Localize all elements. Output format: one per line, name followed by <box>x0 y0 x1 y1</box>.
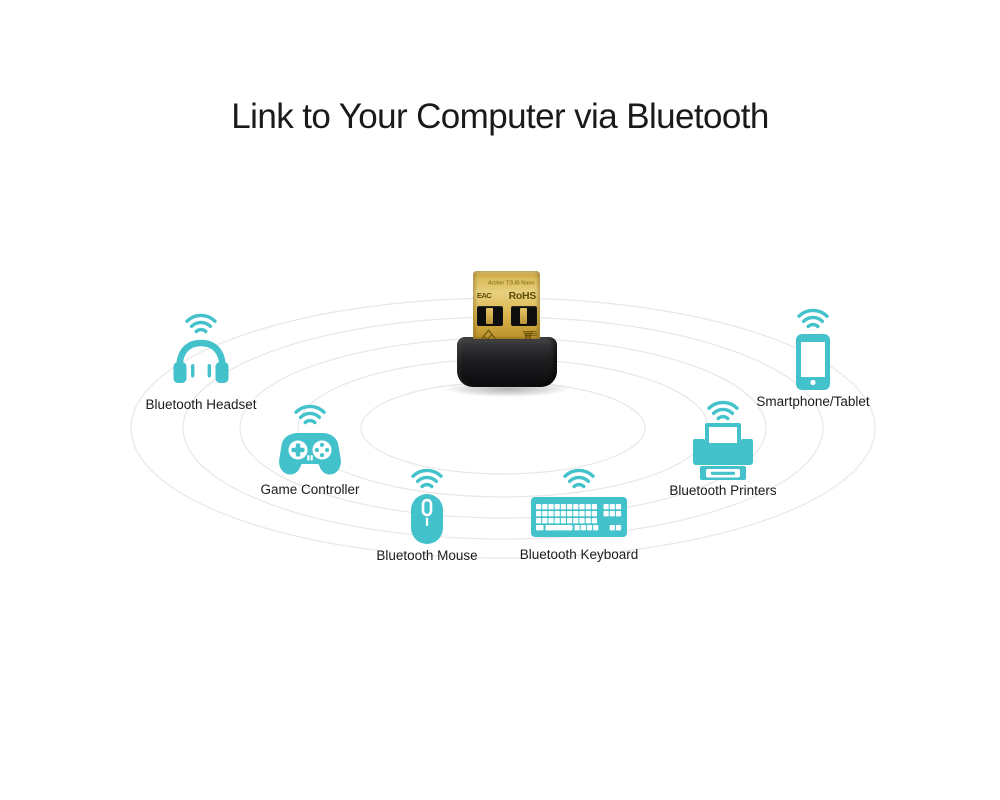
page-title: Link to Your Computer via Bluetooth <box>231 97 769 137</box>
signal-waves-icon <box>185 313 217 334</box>
usb-contact-slot <box>510 306 537 326</box>
keyboard-icon <box>531 497 627 537</box>
device-bluetooth-printers: Bluetooth Printers <box>633 398 813 499</box>
device-label: Bluetooth Keyboard <box>519 547 639 562</box>
smartphone-icon <box>796 334 830 390</box>
device-bluetooth-mouse: Bluetooth Mouse <box>337 466 517 564</box>
signal-waves-icon <box>411 468 443 489</box>
headset-icon <box>173 339 229 383</box>
rohs-mark: RoHS <box>508 289 537 302</box>
recycle-triangle-icon <box>480 329 497 339</box>
adapter-model-text: Archer T2UB Nano <box>488 280 535 287</box>
device-smartphone-tablet: Smartphone/Tablet <box>723 306 903 410</box>
adapter-cert-row: EAC RoHS <box>473 289 540 302</box>
signal-waves-icon <box>563 468 595 489</box>
usb-connector: Archer T2UB Nano EAC RoHS <box>473 271 540 339</box>
device-label: Smartphone/Tablet <box>756 394 870 409</box>
device-game-controller: Game Controller <box>220 402 400 498</box>
printer-icon <box>693 423 753 480</box>
serial-barcode <box>525 331 537 337</box>
device-label: Game Controller <box>260 482 360 497</box>
device-label: Bluetooth Printers <box>669 483 777 498</box>
device-label: Bluetooth Headset <box>145 397 257 412</box>
eac-mark: EAC <box>477 291 492 300</box>
device-bluetooth-headset: Bluetooth Headset <box>111 311 291 413</box>
usb-bluetooth-nano-adapter: Archer T2UB Nano EAC RoHS <box>445 271 569 401</box>
signal-waves-icon <box>797 308 829 329</box>
device-label: Bluetooth Mouse <box>376 548 478 563</box>
usb-contacts <box>473 306 540 326</box>
signal-waves-icon <box>294 404 326 425</box>
device-bluetooth-keyboard: Bluetooth Keyboard <box>489 466 669 563</box>
signal-waves-icon <box>707 400 739 421</box>
usb-contact-slot <box>476 306 503 326</box>
adapter-body <box>457 337 557 387</box>
mouse-icon <box>411 494 443 544</box>
gamepad-icon <box>279 433 341 475</box>
